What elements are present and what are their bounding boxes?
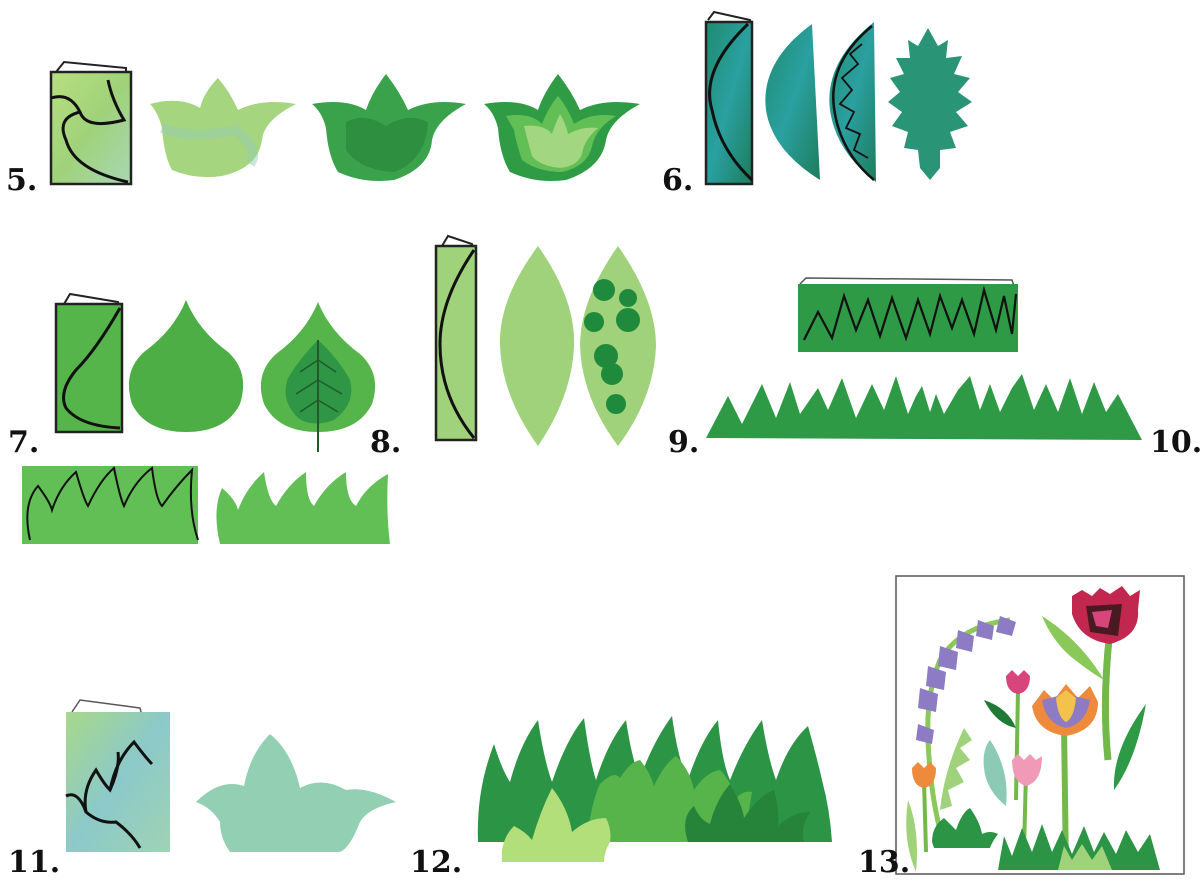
step-number-12: 12. — [410, 845, 462, 880]
step-7-group: 7. — [8, 294, 375, 460]
three-point-leaf-dark — [312, 74, 466, 181]
step-number-10: 10. — [1150, 425, 1200, 460]
step-number-11: 11. — [8, 845, 60, 880]
step-number-9: 9. — [668, 425, 699, 460]
teardrop-leaf — [129, 300, 243, 432]
step-9-group: 9. — [668, 278, 1142, 460]
step-number-5: 5. — [6, 163, 37, 198]
wavy-strip-folded — [22, 466, 198, 544]
half-leaf-cutout — [765, 24, 820, 180]
wavy-grass-strip — [216, 472, 390, 544]
step-12-group: 12. — [410, 716, 832, 880]
step-11-group: 11. — [8, 700, 396, 880]
step-number-6: 6. — [662, 163, 693, 198]
folded-paper-11 — [66, 700, 170, 852]
zigzag-grass-strip — [706, 374, 1142, 440]
bush-shape — [196, 734, 396, 852]
serrated-leaf — [888, 28, 972, 180]
step-10-group: 10. — [22, 425, 1200, 544]
step-8-group: 8. — [370, 236, 656, 460]
folded-paper-5 — [51, 62, 131, 184]
three-point-leaf-layered — [484, 74, 640, 181]
step-number-13: 13. — [858, 845, 910, 880]
zigzag-strip-folded — [798, 278, 1018, 352]
step-13-group: 13. — [858, 576, 1184, 880]
step-number-8: 8. — [370, 425, 401, 460]
step-6-group: 6. — [662, 12, 972, 198]
folded-paper-6 — [706, 12, 752, 184]
oval-leaf — [500, 246, 574, 446]
half-leaf-serrated-outline — [829, 22, 876, 182]
dotted-leaf — [580, 246, 656, 446]
folded-paper-8 — [436, 236, 476, 440]
step-number-7: 7. — [8, 425, 39, 460]
veined-leaf — [261, 302, 375, 452]
folded-paper-7 — [56, 294, 122, 432]
step-5-group: 5. — [6, 62, 640, 198]
